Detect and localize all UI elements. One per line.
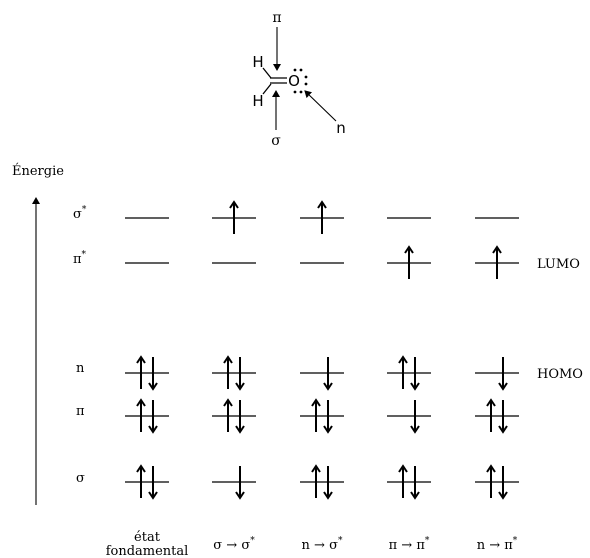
electron-down-n-col2 [323, 357, 333, 391]
electron-up-pi_star-col4 [492, 245, 502, 279]
orbital-label-sigma-star: σ* [73, 205, 87, 222]
pi-bond-label: π [272, 10, 281, 26]
electron-up-pi-col0 [136, 398, 146, 432]
electron-up-sigma-col0 [136, 464, 146, 498]
electron-down-sigma-col2 [323, 466, 333, 500]
electron-down-pi-col1 [235, 400, 245, 434]
electron-up-sigma-col2 [311, 464, 321, 498]
electron-down-n-col0 [148, 357, 158, 391]
hydrogen-top: H [252, 53, 263, 71]
orbital-labels: σ* π* n π σ [73, 205, 87, 486]
lone-pair-label: n [336, 119, 346, 137]
column-labels: état fondamental σ → σ* n → σ* π → π* n … [106, 530, 518, 558]
electron-up-sigma-col4 [486, 464, 496, 498]
electron-up-pi-col1 [223, 398, 233, 432]
hydrogen-bottom: H [252, 92, 263, 110]
orbital-levels [125, 200, 519, 500]
formaldehyde-molecule: π H H O σ n [252, 10, 345, 149]
ch-bond-top [262, 67, 272, 79]
electron-down-pi-col4 [498, 400, 508, 434]
electron-down-sigma-col1 [235, 466, 245, 500]
electron-down-pi-col3 [410, 400, 420, 434]
electron-down-pi-col0 [148, 400, 158, 434]
electron-up-n-col1 [223, 355, 233, 389]
lone-pair-pointer [304, 90, 337, 122]
electron-down-n-col3 [410, 357, 420, 391]
orbital-label-sigma: σ [76, 471, 85, 486]
electron-up-n-col3 [398, 355, 408, 389]
electron-up-pi_star-col3 [404, 245, 414, 279]
column-label-pi-pi-star: π → π* [389, 536, 430, 553]
oxygen-lone-pairs [293, 68, 308, 94]
electron-down-sigma-col4 [498, 466, 508, 500]
energy-axis-label: Énergie [12, 163, 64, 179]
column-label-ground-line1: état [134, 530, 161, 545]
oxygen-atom: O [288, 72, 300, 90]
electron-up-sigma-col3 [398, 464, 408, 498]
electron-down-pi-col2 [323, 400, 333, 434]
electron-up-n-col0 [136, 355, 146, 389]
orbital-label-pi: π [76, 404, 85, 419]
electron-down-sigma-col3 [410, 466, 420, 500]
homo-label: HOMO [537, 367, 583, 382]
column-label-sigma-sigma-star: σ → σ* [213, 536, 255, 553]
electron-down-n-col1 [235, 357, 245, 391]
lumo-label: LUMO [537, 257, 580, 272]
electron-up-pi-col4 [486, 398, 496, 432]
column-label-ground-line2: fondamental [106, 544, 189, 558]
electron-down-sigma-col0 [148, 466, 158, 500]
electron-up-sigma_star-col2 [317, 200, 327, 234]
column-label-n-pi-star: n → π* [477, 536, 518, 553]
electron-up-sigma_star-col1 [229, 200, 239, 234]
orbital-label-n: n [76, 361, 85, 376]
ch-bond-bottom [262, 83, 272, 95]
electron-up-pi-col2 [311, 398, 321, 432]
electron-down-n-col4 [498, 357, 508, 391]
orbital-label-pi-star: π* [73, 250, 87, 267]
column-label-n-sigma-star: n → σ* [302, 536, 343, 553]
sigma-bond-label: σ [271, 133, 281, 149]
